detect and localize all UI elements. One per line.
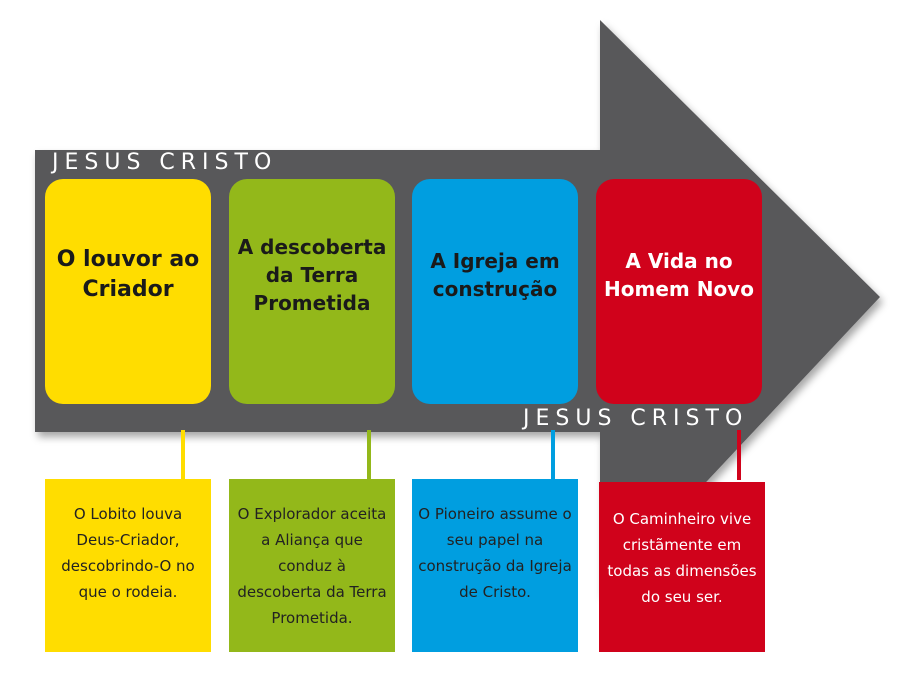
connector-line [737, 430, 741, 480]
arrow-label-bottom: JESUS CRISTO [523, 406, 749, 431]
description-box-caminheiro: O Caminheiro vive cristãmente em todas a… [599, 482, 765, 652]
connector-line [367, 430, 371, 480]
connector-line [551, 430, 555, 480]
stage-card-pioneiro: A Igreja em construção [412, 179, 578, 404]
stage-title: O louvor ao Criador [56, 246, 200, 302]
description-box-lobito: O Lobito louva Deus-Criador, descobrindo… [45, 479, 211, 652]
stage-title: A descoberta da Terra Prometida [237, 234, 387, 315]
description-box-explorador: O Explorador aceita a Aliança que conduz… [229, 479, 395, 652]
description-text: O Pioneiro assume o seu papel na constru… [418, 505, 572, 601]
description-text: O Caminheiro vive cristãmente em todas a… [607, 510, 757, 606]
connector-line [181, 430, 185, 480]
description-text: O Explorador aceita a Aliança que conduz… [237, 505, 387, 627]
description-text: O Lobito louva Deus-Criador, descobrindo… [61, 505, 195, 601]
stage-card-lobito: O louvor ao Criador [45, 179, 211, 404]
stage-title: A Igreja em construção [430, 248, 560, 301]
stage-card-explorador: A descoberta da Terra Prometida [229, 179, 395, 404]
stage-card-caminheiro: A Vida no Homem Novo [596, 179, 762, 404]
description-box-pioneiro: O Pioneiro assume o seu papel na constru… [412, 479, 578, 652]
arrow-label-top: JESUS CRISTO [52, 150, 278, 175]
stage-title: A Vida no Homem Novo [604, 248, 754, 301]
